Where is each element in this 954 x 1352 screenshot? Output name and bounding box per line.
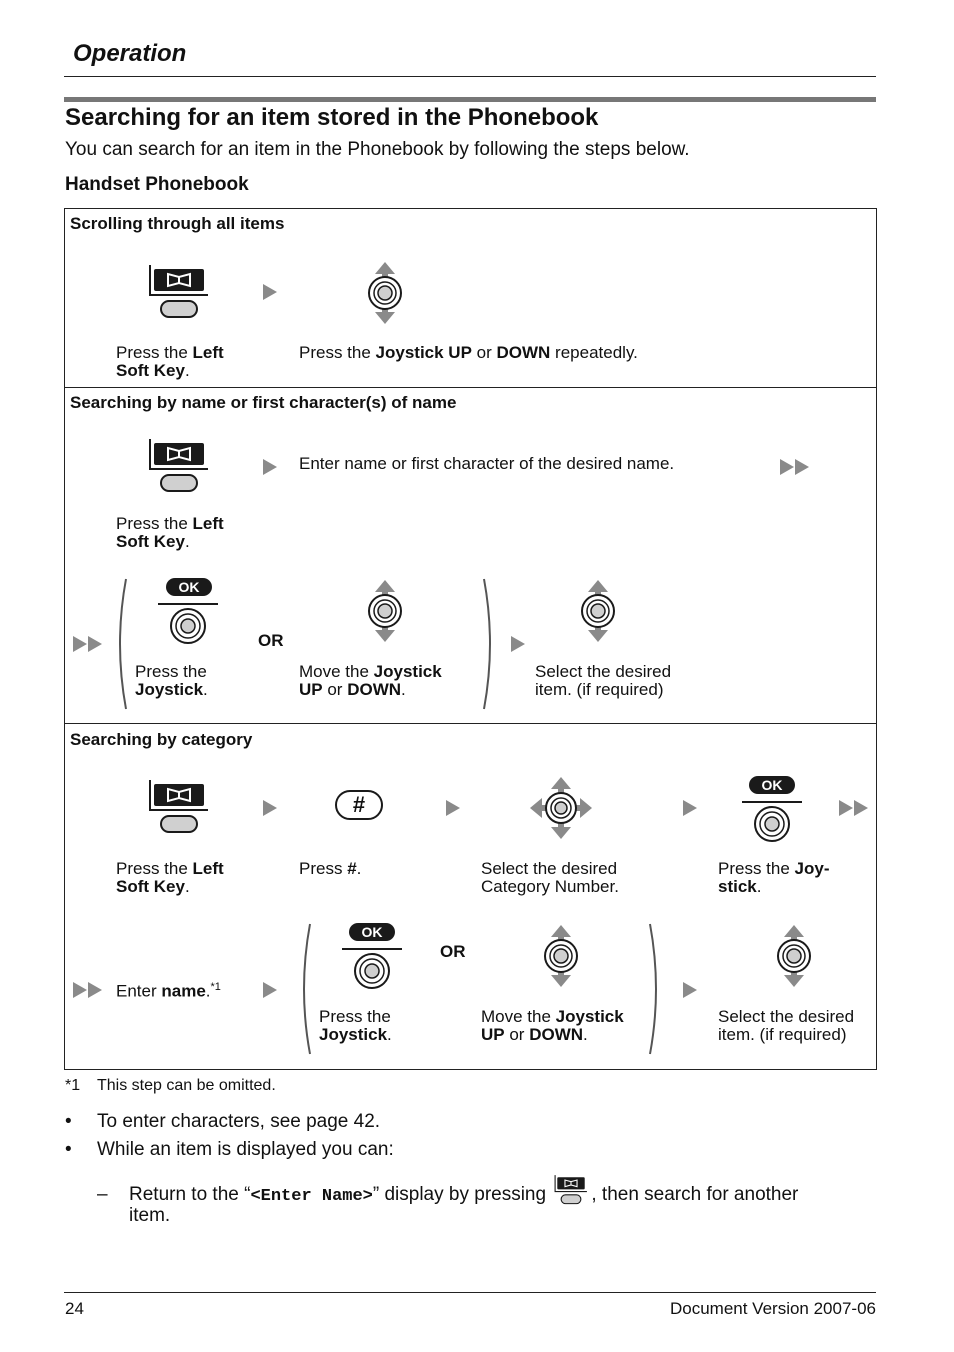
- joystick-up-down-icon: [365, 260, 405, 326]
- bullet-item: •While an item is displayed you can:: [65, 1139, 394, 1160]
- ok-label: OK: [349, 923, 395, 941]
- footer-rule: [64, 1292, 876, 1293]
- joystick-up-down-icon: [541, 923, 581, 989]
- joystick-up-down-icon: [578, 578, 618, 644]
- caption-joystick-scroll: Press the Joystick UP or DOWN repeatedly…: [299, 343, 638, 362]
- enter-name-instruction: Enter name or first character of the des…: [299, 454, 675, 473]
- step-arrow-icon: [262, 283, 278, 301]
- step-arrow-icon: [262, 799, 278, 817]
- row-title-category: Searching by category: [70, 730, 253, 749]
- row-title-name: Searching by name or first character(s) …: [70, 393, 457, 412]
- bracket-open-icon: [296, 922, 312, 1056]
- intro-text: You can search for an item in the Phoneb…: [65, 139, 690, 160]
- row-separator: [64, 387, 877, 388]
- title-rule: [64, 97, 876, 102]
- continue-arrow-icon: [838, 799, 870, 817]
- step-arrow-icon: [510, 635, 526, 653]
- row-title-scroll: Scrolling through all items: [70, 214, 285, 233]
- section-heading: Operation: [73, 40, 187, 67]
- step-arrow-icon: [262, 981, 278, 999]
- joystick-press-icon: [158, 578, 218, 644]
- row-separator: [64, 723, 877, 724]
- steps-table: [64, 208, 877, 1070]
- joystick-up-down-icon: [774, 923, 814, 989]
- left-soft-key-phonebook-icon: [148, 437, 210, 499]
- sub-bullet-continuation: item.: [129, 1205, 171, 1226]
- joystick-4way-icon: [528, 775, 594, 841]
- joystick-press-icon: [742, 776, 802, 842]
- sub-bullet-item: –Return to the “<Enter Name>” display by…: [97, 1174, 798, 1216]
- bracket-close-icon: [482, 577, 498, 711]
- header-rule: [64, 76, 876, 77]
- joystick-press-icon: [342, 923, 402, 989]
- page-number: 24: [65, 1299, 84, 1318]
- hash-key-icon: #: [335, 790, 383, 820]
- enter-name-step: Enter name.*1: [116, 981, 221, 1001]
- left-soft-key-phonebook-icon: [148, 778, 210, 840]
- step-arrow-icon: [682, 799, 698, 817]
- caption-press-hash: Press #.: [299, 859, 362, 878]
- or-label: OR: [258, 631, 284, 650]
- step-arrow-icon: [262, 458, 278, 476]
- ok-label: OK: [749, 776, 795, 794]
- continue-arrow-icon: [779, 458, 811, 476]
- page-title: Searching for an item stored in the Phon…: [65, 104, 599, 131]
- continue-arrow-icon: [72, 635, 104, 653]
- caption-press-joystick: Press the Joy-stick.: [718, 859, 830, 896]
- step-arrow-icon: [445, 799, 461, 817]
- left-soft-key-phonebook-icon: [148, 263, 210, 325]
- ok-label: OK: [166, 578, 212, 596]
- document-version: Document Version 2007-06: [669, 1299, 876, 1318]
- bracket-close-icon: [648, 922, 664, 1056]
- bracket-open-icon: [112, 577, 128, 711]
- subheading: Handset Phonebook: [65, 174, 249, 195]
- continue-arrow-icon: [72, 981, 104, 999]
- inline-phonebook-key-icon: [553, 1174, 589, 1216]
- joystick-up-down-icon: [365, 578, 405, 644]
- step-arrow-icon: [682, 981, 698, 999]
- bullet-item: •To enter characters, see page 42.: [65, 1111, 381, 1132]
- or-label: OR: [440, 942, 466, 961]
